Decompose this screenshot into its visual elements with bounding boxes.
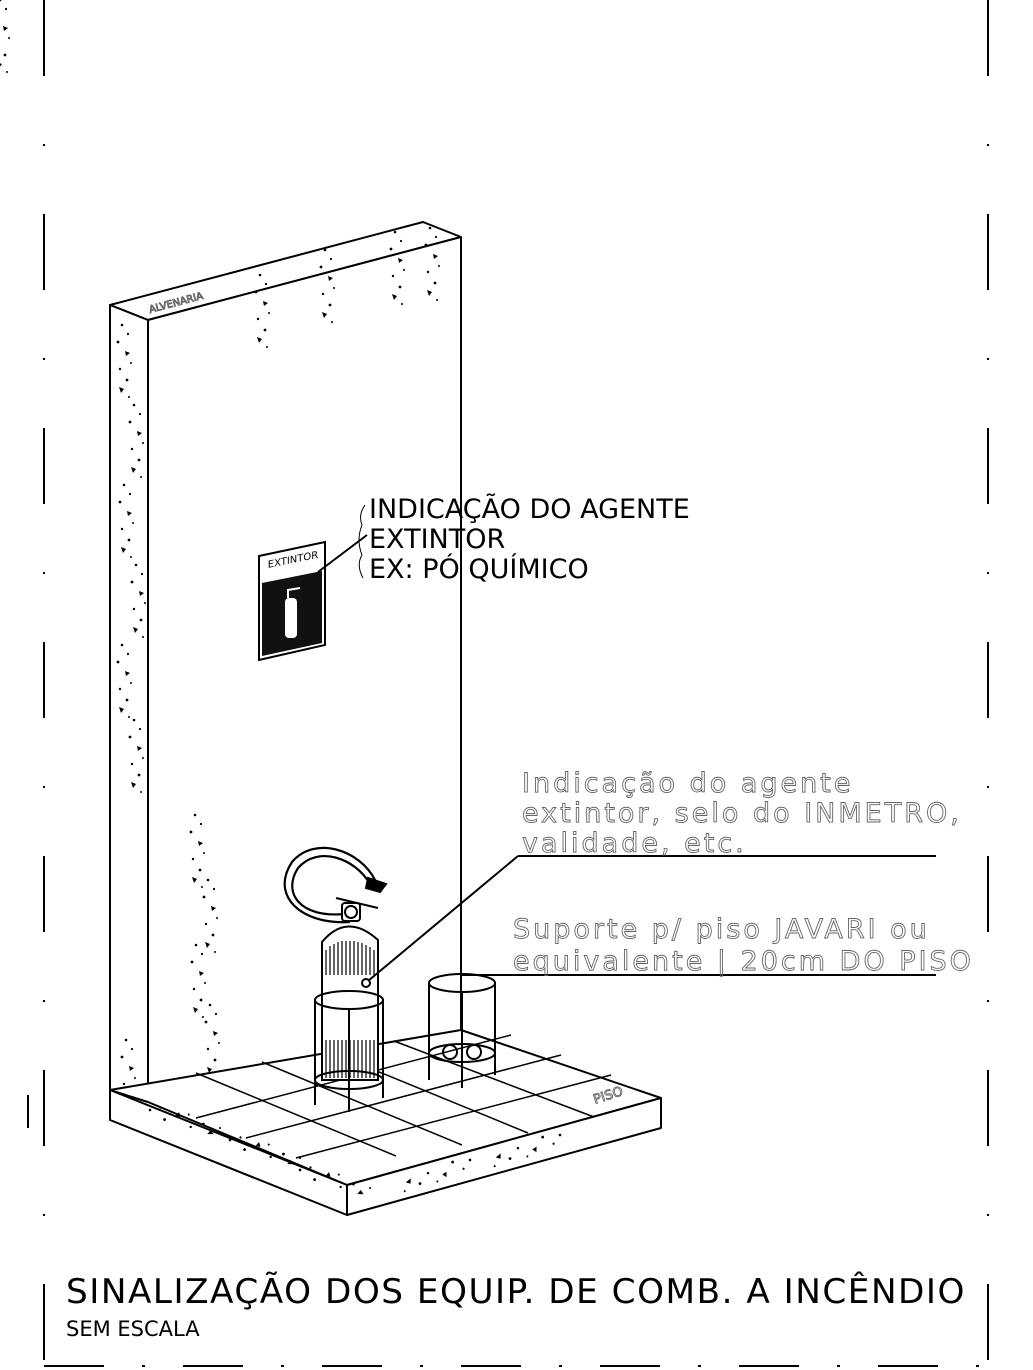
sign-callout-line-2: EXTINTOR <box>369 524 505 555</box>
stand-note-line-2: equivalente | 20cm DO PISO <box>513 946 974 977</box>
wall-side-face <box>109 304 149 1103</box>
sign-callout-text: INDICAÇÃO DO AGENTE EXTINTOR EX: PÓ QUÍM… <box>369 493 690 585</box>
label-note-line-1: Indicação do agente <box>522 768 853 799</box>
wall-front-face <box>147 236 462 1103</box>
extinguisher-sign-plate: EXTINTOR <box>258 540 326 662</box>
wall-concrete-texture <box>0 0 440 1113</box>
sheet-border <box>27 0 989 1368</box>
sign-callout-leader <box>317 504 368 579</box>
wall <box>109 221 462 1103</box>
sign-extinguisher-icon <box>285 598 297 638</box>
drawing-title: SINALIZAÇÃO DOS EQUIP. DE COMB. A INCÊND… <box>66 1271 966 1312</box>
label-note-line-3: validade, etc. <box>522 828 747 859</box>
floor-slab <box>109 1029 662 1216</box>
empty-floor-stand <box>428 973 496 1088</box>
fire-extinguisher <box>283 846 388 1112</box>
stand-note: Suporte p/ piso JAVARI ou equivalente | … <box>513 914 974 978</box>
notes-leaders <box>367 855 936 982</box>
sign-callout-line-1: INDICAÇÃO DO AGENTE <box>369 493 690 525</box>
floor-right-face <box>346 1097 662 1216</box>
extinguisher-label-note: Indicação do agente extintor, selo do IN… <box>522 768 962 860</box>
label-note-line-2: extintor, selo do INMETRO, <box>522 798 962 829</box>
stand-note-line-1: Suporte p/ piso JAVARI ou <box>513 914 930 945</box>
sign-callout-line-3: EX: PÓ QUÍMICO <box>369 553 589 585</box>
drawing-scale: SEM ESCALA <box>66 1317 200 1341</box>
